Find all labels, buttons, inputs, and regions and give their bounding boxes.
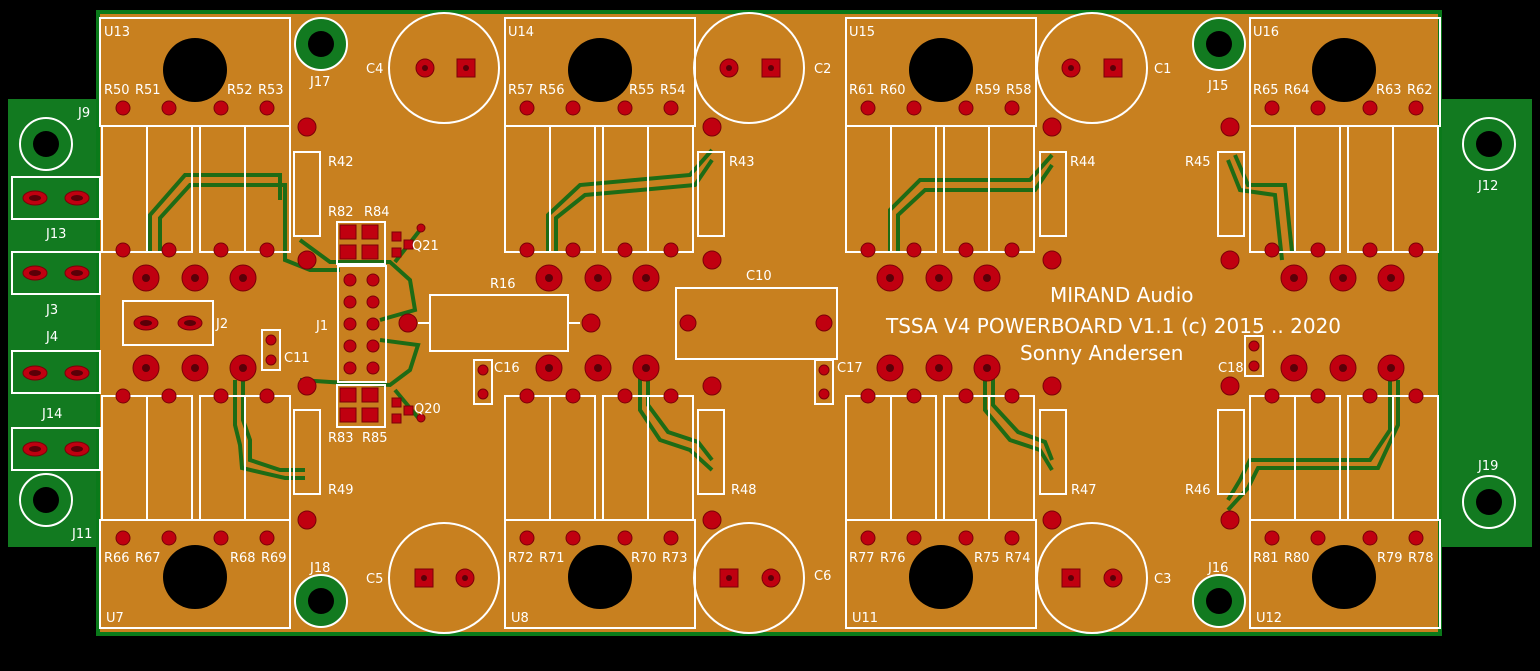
label-U8: U8 [511, 611, 529, 626]
label-C10: C10 [746, 269, 772, 284]
label-R59: R59 [975, 83, 1001, 98]
label-R80: R80 [1284, 551, 1310, 566]
label-R53: R53 [258, 83, 284, 98]
label-R65: R65 [1253, 83, 1279, 98]
label-R44: R44 [1070, 155, 1096, 170]
label-R66: R66 [104, 551, 130, 566]
silkscreen [11, 12, 1441, 634]
label-R55: R55 [629, 83, 655, 98]
label-J3: J3 [45, 303, 58, 318]
label-R79: R79 [1377, 551, 1403, 566]
label-J19: J19 [1477, 459, 1498, 474]
label-R77: R77 [849, 551, 875, 566]
label-C4: C4 [366, 62, 383, 77]
label-C17: C17 [837, 361, 863, 376]
label-R58: R58 [1006, 83, 1032, 98]
drill-holes [29, 65, 1395, 581]
label-R52: R52 [227, 83, 253, 98]
label-R81: R81 [1253, 551, 1279, 566]
label-C18: C18 [1218, 361, 1244, 376]
label-R73: R73 [662, 551, 688, 566]
label-R69: R69 [261, 551, 287, 566]
label-C6: C6 [814, 569, 831, 584]
label-R56: R56 [539, 83, 565, 98]
board-subtitle: TSSA V4 POWERBOARD V1.1 (c) 2015 .. 2020 [885, 314, 1341, 338]
label-J14: J14 [41, 407, 62, 422]
label-C1: C1 [1154, 62, 1171, 77]
label-U15: U15 [849, 25, 875, 40]
label-R78: R78 [1408, 551, 1434, 566]
label-R74: R74 [1005, 551, 1031, 566]
board-title: MIRAND Audio [1050, 283, 1194, 307]
label-U14: U14 [508, 25, 534, 40]
right-tab [1436, 99, 1532, 547]
label-J15: J15 [1207, 79, 1228, 94]
board-mounting-holes [19, 17, 1516, 628]
label-R71: R71 [539, 551, 565, 566]
label-R75: R75 [974, 551, 1000, 566]
label-R42: R42 [328, 155, 354, 170]
label-R84: R84 [364, 205, 390, 220]
label-R63: R63 [1376, 83, 1402, 98]
label-J11: J11 [71, 527, 92, 542]
label-R47: R47 [1071, 483, 1097, 498]
label-R43: R43 [729, 155, 755, 170]
label-R57: R57 [508, 83, 534, 98]
label-R51: R51 [135, 83, 161, 98]
pads [22, 58, 1424, 588]
board-copper [100, 14, 1438, 632]
label-R85: R85 [362, 431, 388, 446]
label-R67: R67 [135, 551, 161, 566]
label-Q20: Q20 [414, 402, 441, 417]
label-Q21: Q21 [412, 239, 439, 254]
board-author: Sonny Andersen [1020, 341, 1183, 365]
mounting-holes [163, 38, 1376, 609]
label-J1: J1 [315, 319, 328, 334]
label-U12: U12 [1256, 611, 1282, 626]
label-J12: J12 [1477, 179, 1498, 194]
label-U16: U16 [1253, 25, 1279, 40]
label-C2: C2 [814, 62, 831, 77]
label-C11: C11 [284, 351, 310, 366]
label-R62: R62 [1407, 83, 1433, 98]
label-R68: R68 [230, 551, 256, 566]
label-R64: R64 [1284, 83, 1310, 98]
label-R46: R46 [1185, 483, 1211, 498]
label-C5: C5 [366, 572, 383, 587]
label-U7: U7 [106, 611, 124, 626]
label-J9: J9 [77, 106, 90, 121]
label-R45: R45 [1185, 155, 1211, 170]
label-R76: R76 [880, 551, 906, 566]
label-R60: R60 [880, 83, 906, 98]
label-U11: U11 [852, 611, 878, 626]
label-J13: J13 [45, 227, 66, 242]
label-R61: R61 [849, 83, 875, 98]
label-R83: R83 [328, 431, 354, 446]
label-R72: R72 [508, 551, 534, 566]
label-J17: J17 [309, 75, 330, 90]
label-J16: J16 [1207, 561, 1228, 576]
label-J18: J18 [309, 561, 330, 576]
label-C16: C16 [494, 361, 520, 376]
label-R49: R49 [328, 483, 354, 498]
label-C3: C3 [1154, 572, 1171, 587]
left-tab [8, 99, 104, 547]
label-R82: R82 [328, 205, 354, 220]
label-R16: R16 [490, 277, 516, 292]
label-R54: R54 [660, 83, 686, 98]
label-R48: R48 [731, 483, 757, 498]
label-J2: J2 [215, 317, 228, 332]
label-R50: R50 [104, 83, 130, 98]
label-R70: R70 [631, 551, 657, 566]
label-U13: U13 [104, 25, 130, 40]
label-J4: J4 [45, 330, 58, 345]
